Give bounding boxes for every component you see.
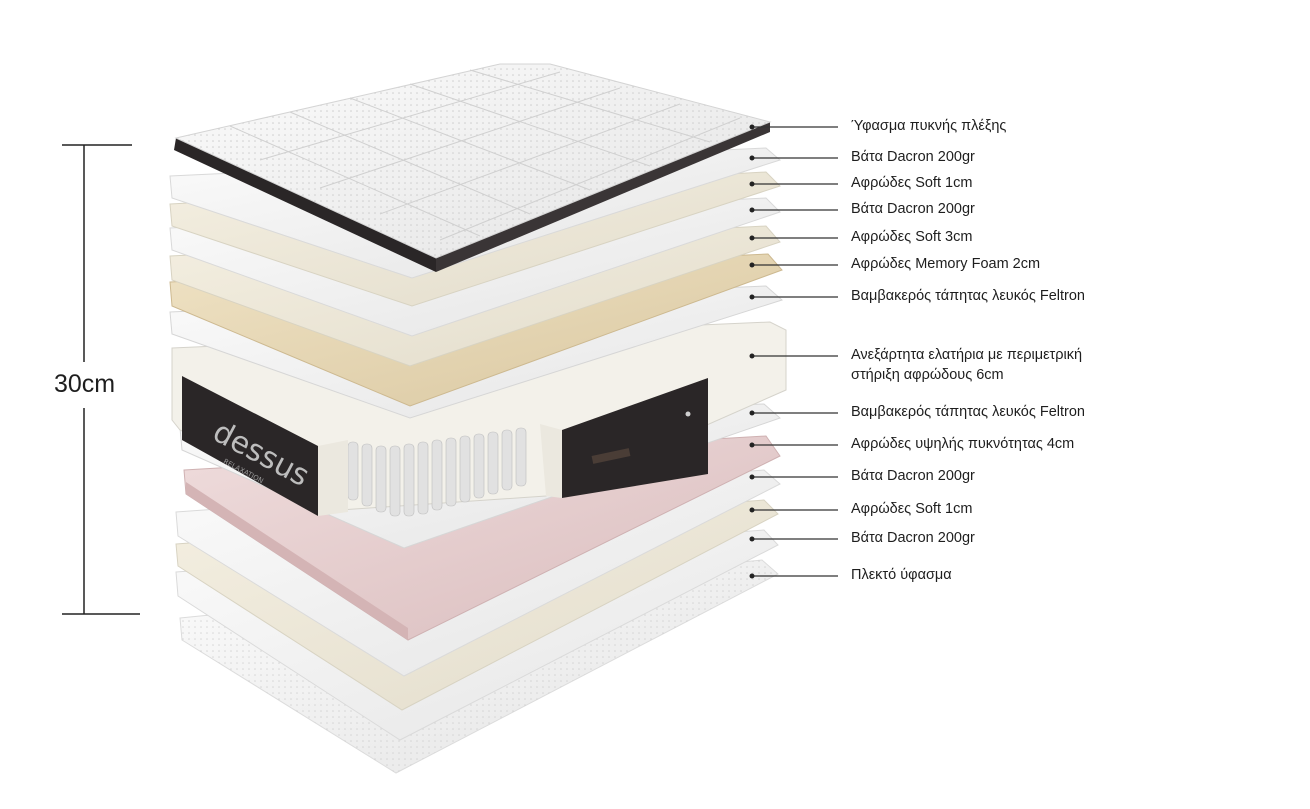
mattress-layers: dessus RELAXATION <box>169 63 787 774</box>
layer-label-10: Αφρώδες υψηλής πυκνότητας 4cm <box>851 436 1075 452</box>
layer-label-7: Βαμβακερός τάπητας λευκός Feltron <box>851 288 1085 304</box>
layer-label-14: Πλεκτό ύφασμα <box>851 567 952 583</box>
layer-label-11: Βάτα Dacron 200gr <box>851 468 975 484</box>
height-label: 30cm <box>54 370 116 398</box>
layer-label-4: Βάτα Dacron 200gr <box>851 201 975 217</box>
layer-label-8-line2: στήριξη αφρώδους 6cm <box>851 367 1004 383</box>
side-panel-right <box>562 378 708 498</box>
layer-label-3: Αφρώδες Soft 1cm <box>851 175 973 191</box>
layer-label-6: Αφρώδες Memory Foam 2cm <box>851 256 1041 272</box>
layer-label-1: Ύφασμα πυκνής πλέξης <box>851 118 1007 134</box>
layer-label-9: Βαμβακερός τάπητας λευκός Feltron <box>851 404 1085 420</box>
handle-icon <box>591 448 631 464</box>
layer-label-13: Βάτα Dacron 200gr <box>851 530 975 546</box>
callout-dots <box>749 124 755 579</box>
layer-label-5: Αφρώδες Soft 3cm <box>851 229 973 245</box>
quilted-top-cover <box>174 63 772 272</box>
vent-icon <box>685 411 691 417</box>
side-panel-left <box>182 376 318 516</box>
layer-label-8: Ανεξάρτητα ελατήρια με περιμετρική <box>851 347 1083 363</box>
layer-label-2: Βάτα Dacron 200gr <box>851 149 975 165</box>
callout-lines <box>752 126 838 577</box>
height-scale <box>62 144 140 615</box>
spring-coils <box>347 427 527 517</box>
layer-label-12: Αφρώδες Soft 1cm <box>851 501 973 517</box>
